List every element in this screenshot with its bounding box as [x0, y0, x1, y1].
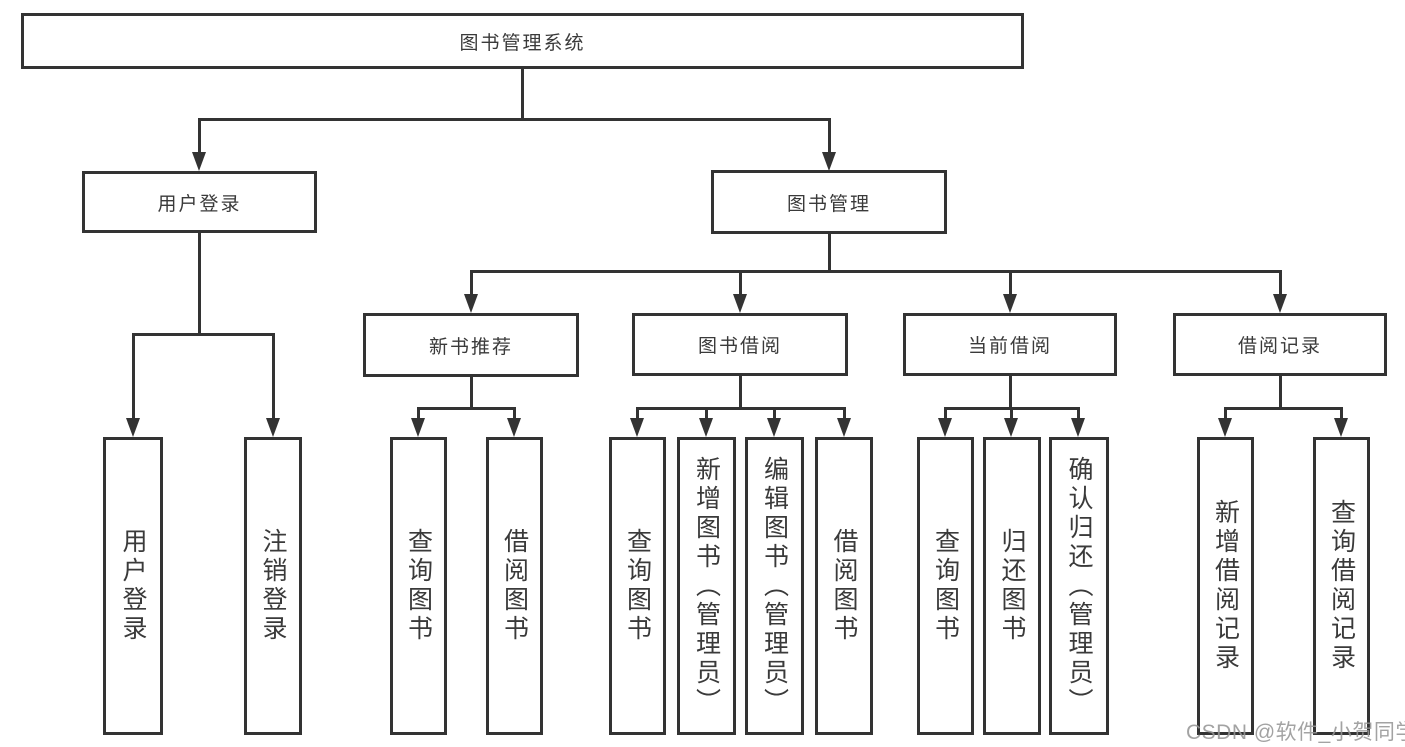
node-leaf-borrow-books-2: 借阅图书: [815, 437, 873, 735]
connector-line: [773, 407, 776, 420]
node-label: 图书管理系统: [459, 32, 586, 54]
node-book-borrowing: 图书借阅: [632, 313, 848, 376]
node-label: 当前借阅: [967, 336, 1052, 357]
arrowhead-down: [822, 152, 836, 171]
connector-line: [1010, 407, 1013, 420]
connector-line: [944, 407, 947, 420]
connector-line: [828, 118, 831, 154]
connector-line: [636, 407, 639, 420]
connector-line: [470, 270, 473, 296]
arrowhead-down: [1273, 294, 1287, 313]
arrowhead-down: [630, 418, 644, 437]
node-leaf-query-books-1: 查询图书: [390, 437, 447, 735]
connector-line: [739, 376, 742, 410]
node-label: 确认归还（管理员）: [1065, 455, 1093, 717]
connector-line: [198, 233, 201, 336]
connector-line: [1009, 270, 1012, 296]
connector-line: [705, 407, 708, 420]
arrowhead-down: [126, 418, 140, 437]
connector-line: [636, 407, 845, 410]
node-library-system: 图书管理系统: [21, 13, 1024, 69]
connector-line: [828, 234, 831, 273]
arrowhead-down: [1334, 418, 1348, 437]
connector-line: [1224, 407, 1342, 410]
node-label: 图书借阅: [697, 336, 782, 357]
connector-line: [417, 407, 420, 420]
connector-line: [198, 118, 830, 121]
connector-line: [843, 407, 846, 420]
node-book-management: 图书管理: [711, 170, 947, 234]
node-leaf-borrow-books-1: 借阅图书: [486, 437, 543, 735]
node-label: 查询图书: [404, 528, 433, 644]
csdn-watermark: CSDN @软件_小贺同学: [1186, 721, 1405, 744]
node-label: 新书推荐: [428, 336, 513, 358]
arrowhead-down: [1003, 294, 1017, 313]
node-borrow-records: 借阅记录: [1173, 313, 1387, 376]
connector-line: [1279, 270, 1282, 296]
connector-line: [1279, 376, 1282, 410]
node-leaf-edit-books-admin: 编辑图书（管理员）: [745, 437, 804, 735]
arrowhead-down: [464, 294, 478, 313]
arrowhead-down: [767, 418, 781, 437]
node-leaf-user-login: 用户登录: [103, 437, 163, 735]
connector-line: [132, 333, 274, 336]
connector-line: [198, 118, 201, 154]
arrowhead-down: [266, 418, 280, 437]
arrowhead-down: [1218, 418, 1232, 437]
node-label: 借阅图书: [500, 528, 529, 644]
node-label: 注销登录: [259, 528, 287, 644]
node-label: 借阅图书: [830, 528, 858, 644]
connector-line: [1224, 407, 1227, 420]
connector-line: [1340, 407, 1343, 420]
node-leaf-query-borrow-record: 查询借阅记录: [1313, 437, 1370, 735]
node-label: 图书管理: [786, 193, 871, 215]
connector-line: [1009, 376, 1012, 410]
node-label: 用户登录: [119, 528, 147, 644]
node-leaf-add-books-admin: 新增图书（管理员）: [677, 437, 736, 735]
node-current-borrowing: 当前借阅: [903, 313, 1117, 376]
node-label: 编辑图书（管理员）: [760, 455, 789, 717]
node-leaf-logout: 注销登录: [244, 437, 302, 735]
node-label: 用户登录: [157, 193, 242, 215]
connector-line: [739, 270, 742, 296]
node-leaf-query-books-3: 查询图书: [917, 437, 974, 735]
arrowhead-down: [507, 418, 521, 437]
node-label: 查询图书: [931, 528, 960, 644]
node-leaf-confirm-return-admin: 确认归还（管理员）: [1049, 437, 1109, 735]
node-leaf-return-books: 归还图书: [983, 437, 1041, 735]
arrowhead-down: [411, 418, 425, 437]
node-leaf-query-books-2: 查询图书: [609, 437, 666, 735]
arrowhead-down: [1071, 418, 1085, 437]
node-label: 查询借阅记录: [1327, 499, 1356, 673]
connector-line: [1077, 407, 1080, 420]
node-label: 查询图书: [623, 528, 652, 644]
connector-line: [470, 377, 473, 410]
connector-line: [417, 407, 516, 410]
node-label: 新增借阅记录: [1211, 499, 1240, 673]
node-user-login: 用户登录: [82, 171, 317, 233]
arrowhead-down: [699, 418, 713, 437]
connector-line: [132, 333, 135, 420]
connector-line: [470, 270, 1282, 273]
node-label: 新增图书（管理员）: [692, 455, 721, 717]
connector-line: [513, 407, 516, 420]
arrowhead-down: [733, 294, 747, 313]
node-new-book-recommend: 新书推荐: [363, 313, 579, 377]
arrowhead-down: [938, 418, 952, 437]
arrowhead-down: [1004, 418, 1018, 437]
node-label: 归还图书: [998, 528, 1026, 644]
connector-line: [521, 69, 524, 119]
arrowhead-down: [192, 152, 206, 171]
arrowhead-down: [837, 418, 851, 437]
node-leaf-add-borrow-record: 新增借阅记录: [1197, 437, 1254, 735]
node-label: 借阅记录: [1237, 336, 1322, 357]
connector-line: [272, 333, 275, 420]
